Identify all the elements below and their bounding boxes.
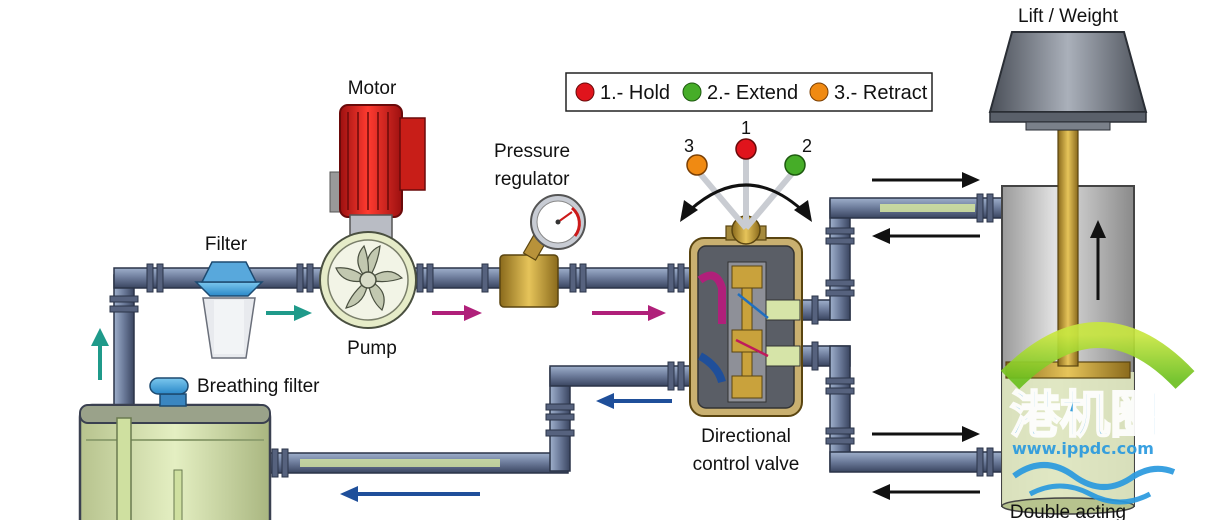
directional-valve-label-2: control valve xyxy=(693,454,800,475)
watermark-chars: 港机圈 xyxy=(1010,386,1160,444)
retract-knob[interactable] xyxy=(686,154,708,176)
hold-knob[interactable] xyxy=(735,138,757,160)
labels: Motor Pressure regulator Filter Pump Bre… xyxy=(197,6,1126,520)
motor xyxy=(329,104,426,246)
legend-retract-label: 3.- Retract xyxy=(834,82,928,104)
extend-knob[interactable] xyxy=(784,154,806,176)
flow-arrows xyxy=(91,172,980,502)
breathing-filter xyxy=(149,377,189,407)
filter xyxy=(194,261,264,359)
pressure-regulator-label-2: regulator xyxy=(495,169,571,190)
pressure-regulator-label-1: Pressure xyxy=(494,141,570,162)
legend-retract-dot xyxy=(809,82,829,102)
directional-valve-label-1: Directional xyxy=(701,426,791,447)
directional-control-valve xyxy=(689,215,803,417)
legend-extend-dot xyxy=(682,82,702,102)
watermark: 港机圈 www.ippdc.com xyxy=(1000,322,1195,505)
lever-number-1: 1 xyxy=(741,118,751,138)
legend-hold-label: 1.- Hold xyxy=(600,82,670,104)
motor-label: Motor xyxy=(348,78,397,99)
watermark-url: www.ippdc.com xyxy=(1012,439,1154,458)
breathing-filter-label: Breathing filter xyxy=(197,376,320,397)
legend-hold-dot xyxy=(575,82,595,102)
lift-weight xyxy=(988,31,1148,131)
filter-label: Filter xyxy=(205,234,248,255)
control-levers xyxy=(680,138,812,230)
lift-weight-label: Lift / Weight xyxy=(1018,6,1119,27)
pump-label: Pump xyxy=(347,338,397,359)
lever-number-3: 3 xyxy=(684,136,694,156)
pump xyxy=(319,231,417,329)
double-acting-label: Double acting xyxy=(1010,502,1126,520)
cylinder-up-arrow xyxy=(1090,220,1106,300)
reservoir-tank xyxy=(78,403,272,520)
legend: 1.- Hold 2.- Extend 3.- Retract xyxy=(565,72,933,112)
lever-number-2: 2 xyxy=(802,136,812,156)
pressure-regulator xyxy=(499,194,586,308)
legend-extend-label: 2.- Extend xyxy=(707,82,798,104)
